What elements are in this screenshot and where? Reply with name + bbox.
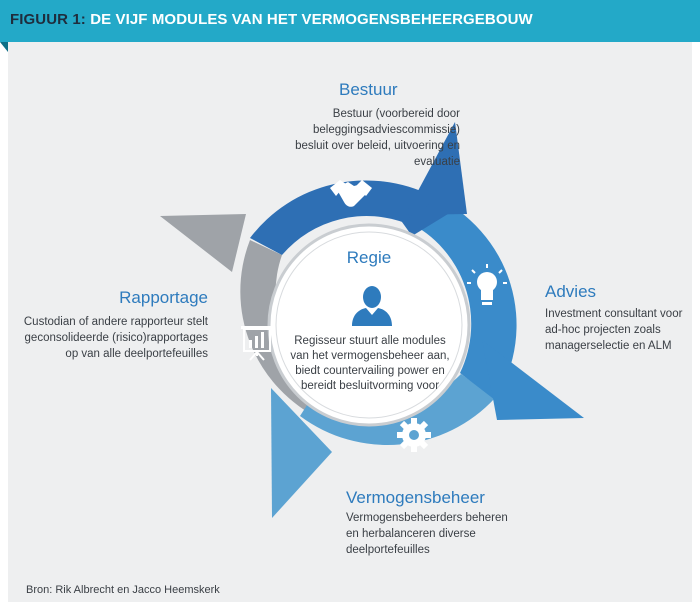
bestuur-arrow-shaft — [402, 200, 448, 236]
regie-inner-ring — [275, 231, 463, 419]
figure-title-text: DE VIJF MODULES VAN HET VERMOGENSBEHEERG… — [90, 11, 533, 28]
gear-icon — [397, 418, 431, 452]
person-icon — [352, 286, 392, 326]
rapportage-title: Rapportage — [119, 288, 208, 307]
lightbulb-icon — [467, 264, 507, 305]
presentation-chart-icon — [241, 326, 273, 361]
handshake-icon — [330, 180, 372, 207]
advies-description: Investment consultant voor ad-hoc projec… — [545, 308, 683, 352]
bestuur-title: Bestuur — [339, 80, 398, 99]
header-fold — [0, 42, 8, 52]
regie-title: Regie — [346, 248, 392, 267]
segment-advies — [408, 195, 584, 420]
source-note: Bron: Rik Albrecht en Jacco Heemskerk — [26, 584, 220, 596]
segment-bestuur — [250, 122, 467, 255]
figure-label: FIGUUR 1: — [10, 11, 86, 28]
bestuur-description: Bestuur (voorbereid door beleggingsadvie… — [295, 108, 460, 168]
regie-description: Regisseur stuurt alle modules van het ve… — [290, 335, 450, 392]
rapportage-arrowhead — [160, 214, 246, 272]
bestuur-arrowhead — [405, 122, 467, 215]
advies-arrowhead — [482, 340, 584, 420]
figure-header: FIGUUR 1: DE VIJF MODULES VAN HET VERMOG… — [0, 0, 700, 42]
advies-title: Advies — [545, 282, 597, 301]
vermogensbeheer-arrowhead — [271, 388, 332, 518]
vermogensbeheer-description: Vermogensbeheerders beheren en herbalanc… — [346, 512, 508, 556]
bestuur-arc — [250, 180, 432, 255]
vermogensbeheer-title: Vermogensbeheer — [346, 488, 485, 507]
rapportage-description: Custodian of andere rapporteur stelt gec… — [23, 316, 208, 360]
figure-title: FIGUUR 1: DE VIJF MODULES VAN HET VERMOG… — [10, 11, 533, 28]
